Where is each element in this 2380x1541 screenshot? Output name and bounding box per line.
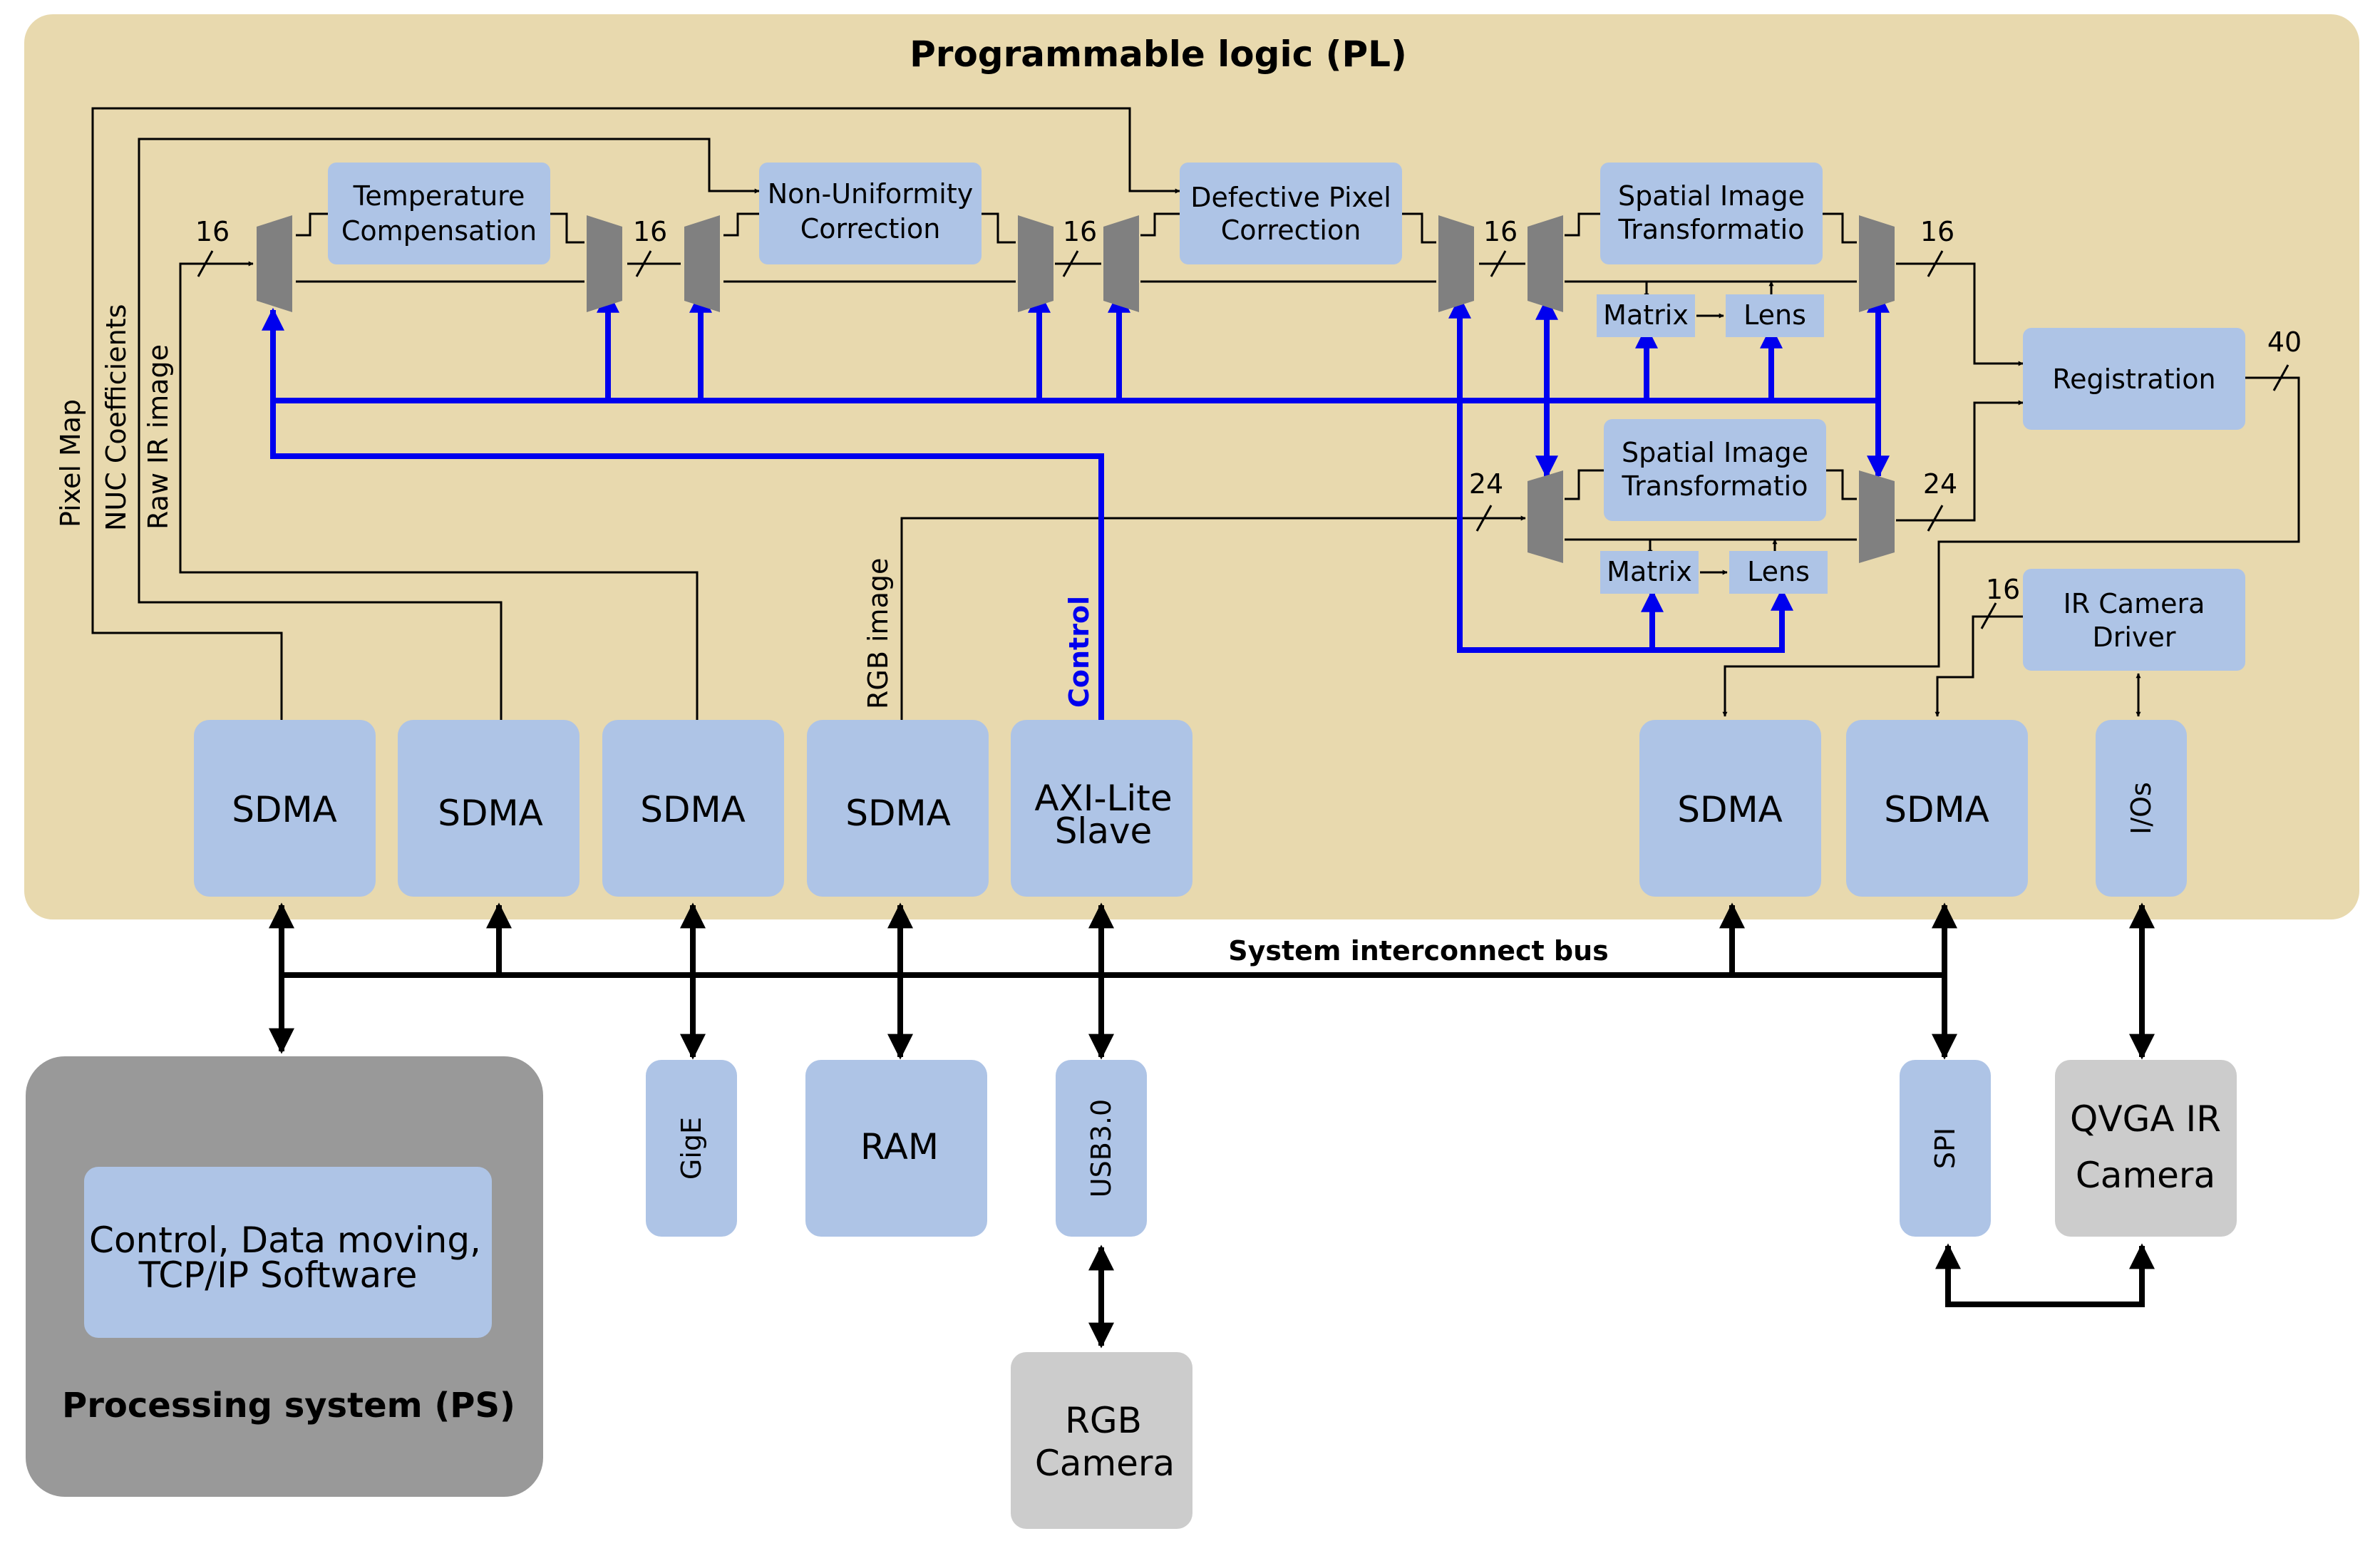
block-label: Compensation: [341, 215, 537, 247]
ios-block: I/Os: [2096, 720, 2187, 897]
mux-9: [1528, 470, 1563, 563]
block-label: Spatial Image: [1622, 437, 1808, 468]
usb3-block: USB3.0: [1056, 1060, 1147, 1237]
sdma-5: SDMA: [1639, 720, 1821, 897]
processing-system: Control, Data moving, TCP/IP Software Pr…: [26, 1056, 543, 1497]
sdma-6: SDMA: [1846, 720, 2028, 897]
block-label: SDMA: [232, 789, 337, 830]
defective-pixel-block: Defective Pixel Correction: [1180, 163, 1402, 264]
block-label: Camera: [1035, 1443, 1175, 1484]
nuc-coefficients-label: NUC Coefficients: [101, 304, 132, 531]
width-label: 40: [2267, 326, 2302, 358]
width-label: 16: [1986, 574, 2020, 605]
block-label: USB3.0: [1086, 1099, 1117, 1197]
block-label: RGB: [1065, 1400, 1142, 1441]
block-label: Defective Pixel: [1190, 182, 1391, 213]
block-label: Camera: [2076, 1155, 2215, 1196]
block-label: Driver: [2093, 622, 2176, 653]
mux-6: [1438, 215, 1474, 312]
bus-label: System interconnect bus: [1228, 935, 1609, 967]
sdma-1: SDMA: [194, 720, 376, 897]
mux-3: [684, 215, 720, 312]
width-label: 16: [195, 216, 230, 247]
block-label: Transformatio: [1617, 214, 1804, 245]
sdma-4: SDMA: [807, 720, 989, 897]
mux-10: [1859, 470, 1895, 563]
block-label: Non-Uniformity: [768, 178, 973, 210]
mux-5: [1103, 215, 1139, 312]
block-label: IR Camera: [2064, 588, 2205, 619]
width-label: 24: [1469, 468, 1503, 500]
mux-2: [587, 215, 622, 312]
width-label: 16: [1483, 216, 1518, 247]
matrix-bottom-block: Matrix: [1600, 551, 1699, 594]
block-label: Matrix: [1607, 556, 1692, 587]
rgb-image-label: RGB image: [862, 558, 894, 709]
sdma-2: SDMA: [398, 720, 579, 897]
spi-block: SPI: [1900, 1060, 1991, 1237]
matrix-top-block: Matrix: [1597, 294, 1695, 337]
lens-bottom-block: Lens: [1729, 551, 1828, 594]
raw-ir-image-label: Raw IR image: [143, 344, 174, 530]
ps-software-label: TCP/IP Software: [138, 1254, 418, 1296]
registration-block: Registration: [2023, 328, 2245, 430]
block-label: SDMA: [1884, 789, 1989, 830]
block-label: Registration: [2052, 364, 2215, 395]
width-label: 16: [1063, 216, 1097, 247]
bus-width-slashes: [197, 250, 2289, 629]
pl-title: Programmable logic (PL): [910, 34, 1407, 75]
spatial-transform-top-block: Spatial Image Transformatio: [1600, 163, 1823, 264]
mux-4: [1018, 215, 1054, 312]
pixel-map-label: Pixel Map: [55, 399, 86, 527]
block-label: AXI-Lite: [1034, 778, 1172, 819]
system-bus: [269, 902, 2155, 1349]
block-label: SDMA: [845, 793, 951, 834]
block-label: SDMA: [1677, 789, 1783, 830]
block-label: SPI: [1930, 1128, 1961, 1169]
block-label: SDMA: [640, 789, 746, 830]
gige-block: GigE: [646, 1060, 737, 1237]
control-label: Control: [1063, 596, 1095, 708]
spatial-transform-bottom-block: Spatial Image Transformatio: [1604, 419, 1826, 521]
qvga-ir-camera: QVGA IR Camera: [2055, 1060, 2237, 1237]
block-label: I/Os: [2126, 782, 2157, 835]
nuc-correction-block: Non-Uniformity Correction: [759, 163, 982, 264]
ram-block: RAM: [805, 1060, 987, 1237]
mux-7: [1528, 215, 1563, 312]
width-label: 24: [1923, 468, 1957, 500]
sdma-3: SDMA: [602, 720, 784, 897]
block-label: RAM: [860, 1126, 939, 1168]
lens-top-block: Lens: [1726, 294, 1824, 337]
block-label: Slave: [1055, 810, 1153, 852]
multiplexers: [257, 215, 1895, 563]
block-label: Spatial Image: [1618, 180, 1805, 212]
block-label: GigE: [676, 1117, 707, 1180]
rgb-camera: RGB Camera: [1011, 1352, 1192, 1529]
block-label: Matrix: [1603, 299, 1689, 331]
width-label: 16: [633, 216, 667, 247]
temperature-compensation-block: Temperature Compensation: [328, 163, 550, 264]
block-label: Correction: [1221, 215, 1361, 246]
ps-software-label: Control, Data moving,: [89, 1220, 481, 1261]
block-label: SDMA: [438, 793, 543, 834]
block-label: Lens: [1743, 299, 1806, 331]
width-label: 16: [1920, 216, 1954, 247]
ir-camera-driver-block: IR Camera Driver: [2023, 569, 2245, 671]
block-label: Correction: [800, 213, 941, 244]
block-label: Transformatio: [1621, 470, 1808, 502]
ps-title: Processing system (PS): [62, 1386, 515, 1426]
block-label: Lens: [1747, 556, 1810, 587]
axi-lite-slave: AXI-Lite Slave: [1011, 720, 1192, 897]
mux-8: [1859, 215, 1895, 312]
block-label: Temperature: [353, 180, 525, 212]
control-network: [262, 289, 1890, 720]
mux-1: [257, 215, 292, 312]
block-label: QVGA IR: [2070, 1098, 2221, 1140]
